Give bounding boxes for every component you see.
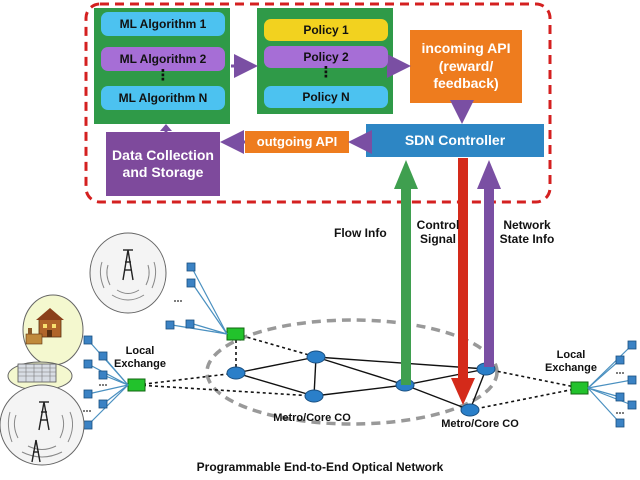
sdn-controller-box bbox=[366, 124, 544, 157]
control-signal-label: Control Signal bbox=[416, 218, 460, 247]
policy-1: Policy 1 bbox=[264, 19, 388, 41]
diagram-title: Programmable End-to-End Optical Network bbox=[196, 460, 444, 474]
outgoing-api-label: outgoing API bbox=[256, 133, 338, 149]
local-exchange-node-right bbox=[570, 381, 589, 395]
office-building-icon bbox=[17, 363, 57, 383]
wireless-cell-bottom bbox=[0, 384, 85, 466]
ml-algorithm-1: ML Algorithm 1 bbox=[101, 12, 225, 36]
data-storage-box bbox=[106, 132, 220, 196]
wireless-cell-top bbox=[89, 232, 167, 314]
ml-algorithms-ellipsis: ⋮ bbox=[155, 67, 171, 84]
control-signal-arrow bbox=[451, 158, 475, 405]
policies-ellipsis: ⋮ bbox=[318, 64, 334, 81]
data-storage-label: Data Collection and Storage bbox=[112, 146, 214, 181]
ml-algorithm-n: ML Algorithm N bbox=[101, 86, 225, 110]
outgoing-api-box bbox=[245, 131, 349, 153]
user-terminals bbox=[83, 262, 637, 430]
tower-icon bbox=[122, 249, 134, 281]
flow-info-label: Flow Info bbox=[334, 226, 387, 240]
network-state-info-label: Network State Info bbox=[499, 218, 555, 247]
office-cell bbox=[7, 361, 73, 391]
local-exchange-right-label: Local Exchange bbox=[545, 349, 597, 375]
incoming-api-box bbox=[410, 30, 522, 103]
ml-framework-frame bbox=[84, 2, 552, 204]
flow-info-arrow bbox=[394, 160, 418, 385]
local-exchange-node-top bbox=[226, 327, 245, 341]
sdn-controller-label: SDN Controller bbox=[404, 131, 506, 148]
network-state-arrow bbox=[477, 160, 501, 367]
metro-core-right-label: Metro/Core CO bbox=[441, 418, 519, 430]
tower-icon bbox=[31, 401, 50, 463]
mesh-links bbox=[235, 356, 487, 411]
user-fanout bbox=[87, 267, 633, 426]
storage-to-ml-arrowhead bbox=[160, 124, 172, 131]
access-links bbox=[136, 333, 581, 411]
metro-ring bbox=[205, 318, 499, 426]
local-exchange-left-label: Local Exchange bbox=[114, 345, 166, 371]
building-cell bbox=[22, 294, 84, 366]
metro-core-left-label: Metro/Core CO bbox=[273, 412, 351, 424]
ml-algorithm-2: ML Algorithm 2 bbox=[101, 47, 225, 71]
incoming-api-label: incoming API (reward/ feedback) bbox=[421, 40, 511, 92]
policy-2: Policy 2 bbox=[264, 46, 388, 68]
user-ellipses bbox=[83, 300, 624, 414]
policy-n: Policy N bbox=[264, 86, 388, 108]
factory-icon bbox=[25, 328, 43, 345]
house-icon bbox=[36, 308, 64, 338]
local-exchange-node-left bbox=[127, 378, 146, 392]
